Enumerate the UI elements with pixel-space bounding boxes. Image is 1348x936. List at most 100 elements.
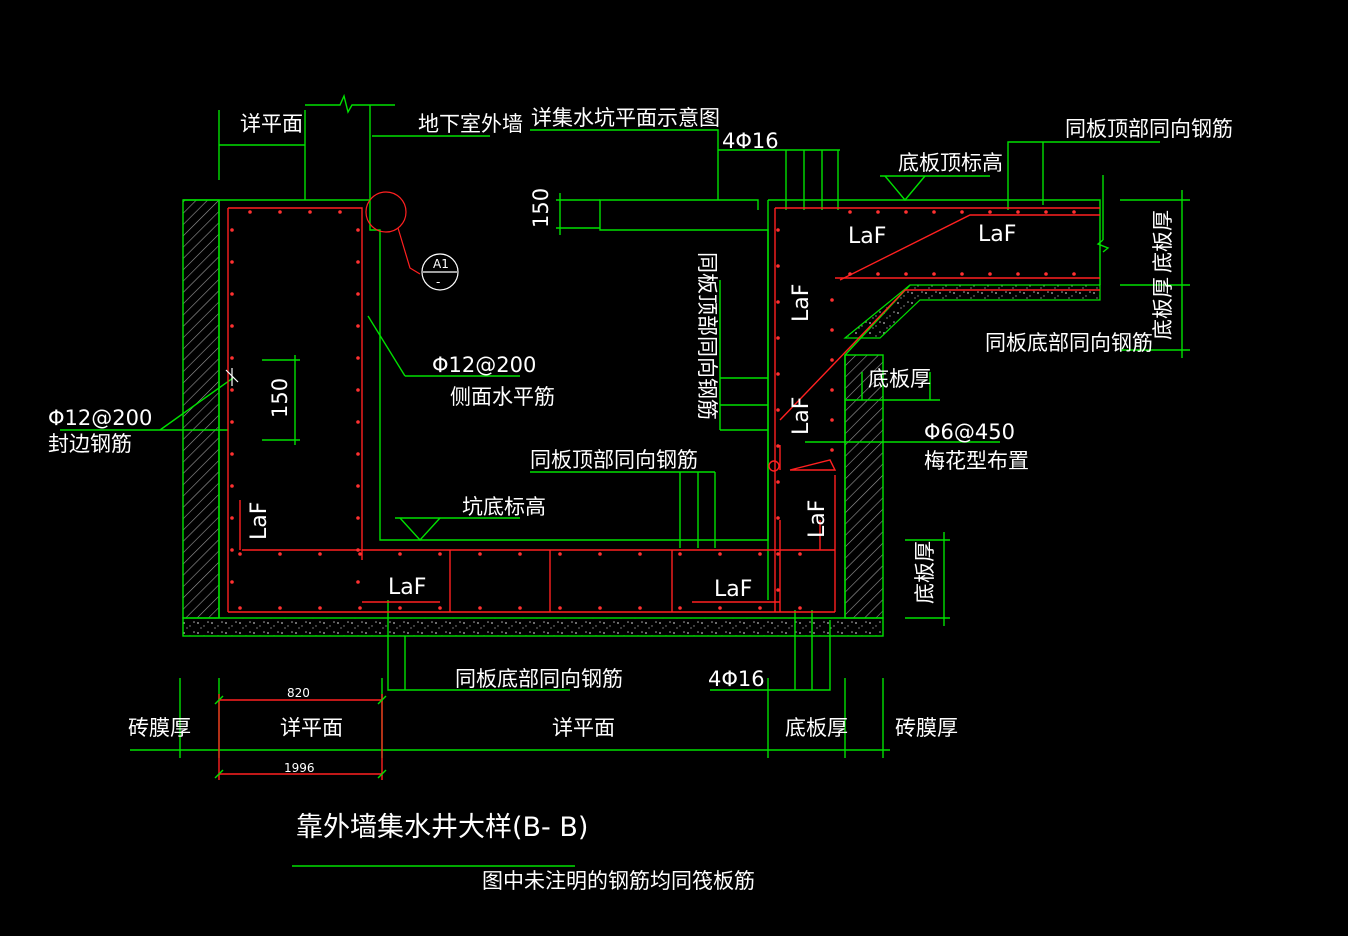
rebar-dot <box>230 548 234 552</box>
label-slab-thick-mid: 底板厚 <box>868 367 931 391</box>
rebar-dot <box>718 606 722 610</box>
rebar-dot <box>356 420 360 424</box>
rebar-dot <box>356 260 360 264</box>
label-4phi16-bottom: 4Φ16 <box>708 667 765 691</box>
rebar-dot <box>830 388 834 392</box>
rebar-dot <box>318 606 322 610</box>
laf-label: LaF <box>388 575 426 600</box>
label-dim-150-left: 150 <box>268 378 292 418</box>
rebar-dot <box>356 356 360 360</box>
rebar-dot <box>230 356 234 360</box>
label-brick-left: 砖膜厚 <box>128 716 191 740</box>
rebar-dot <box>598 606 602 610</box>
rebar-dots <box>230 210 1076 610</box>
rebar-dot <box>1016 210 1020 214</box>
label-detail-plan-b2: 详平面 <box>552 716 615 740</box>
rebar-dot <box>230 292 234 296</box>
rebar-dot <box>776 588 780 592</box>
label-dim-150-top: 150 <box>529 188 553 228</box>
rebar-dot <box>398 606 402 610</box>
label-brick-right: 砖膜厚 <box>895 716 958 740</box>
rebar-dot <box>598 552 602 556</box>
laf-label: LaF <box>247 502 272 540</box>
label-detail-plan-b1: 详平面 <box>280 716 343 740</box>
rebar-dot <box>356 516 360 520</box>
label-basement-wall: 地下室外墙 <box>418 112 523 136</box>
label-slab-top-elev: 底板顶标高 <box>898 151 1003 175</box>
rebar-dot <box>830 358 834 362</box>
rebar-dot <box>1044 210 1048 214</box>
rebar-dot <box>356 388 360 392</box>
label-same-top-vertical: 同板顶部同向钢筋 <box>695 252 719 420</box>
rebar-dot <box>558 606 562 610</box>
rebar-dot <box>830 448 834 452</box>
rebar-dot <box>848 210 852 214</box>
rebar-dot <box>932 272 936 276</box>
rebar-dot <box>278 606 282 610</box>
rebar-dot <box>356 228 360 232</box>
label-sump-plan: 详集水坑平面示意图 <box>531 106 720 130</box>
rebar-dot <box>776 444 780 448</box>
rebar-dot <box>356 580 360 584</box>
bottom-cushion <box>182 617 884 637</box>
rebar-dot <box>230 228 234 232</box>
callout-id: A1 <box>433 257 449 271</box>
rebar-dot <box>776 480 780 484</box>
rebar-dot <box>278 552 282 556</box>
rebar-dot <box>932 210 936 214</box>
rebar-dot <box>478 606 482 610</box>
rebar-dot <box>358 606 362 610</box>
rebar-dot <box>798 606 802 610</box>
rebar-dot <box>230 260 234 264</box>
rebar-dot <box>356 484 360 488</box>
laf-label: LaF <box>805 500 830 538</box>
rebar-dot <box>830 328 834 332</box>
rebar-dot <box>356 292 360 296</box>
rebar-dot <box>776 228 780 232</box>
rebar-dot <box>830 418 834 422</box>
label-same-top-bottom: 同板顶部同向钢筋 <box>530 448 698 472</box>
rebar-dot <box>830 298 834 302</box>
drawing-title: 靠外墙集水井大样(B- B) <box>296 812 588 843</box>
rebar-dot <box>776 300 780 304</box>
rebar-dot <box>904 272 908 276</box>
laf-label: LaF <box>714 577 752 602</box>
rebar-dot <box>398 552 402 556</box>
rebar-dot <box>1044 272 1048 276</box>
rebar-dot <box>308 210 312 214</box>
rebar-dot <box>776 408 780 412</box>
label-phi6: Φ6@450 <box>924 420 1015 444</box>
rebar-dot <box>230 580 234 584</box>
rebar-dot <box>904 210 908 214</box>
rebar-layout <box>227 191 1100 613</box>
laf-label: LaF <box>848 224 886 249</box>
label-4phi16-top: 4Φ16 <box>722 129 779 153</box>
rebar-dot <box>438 552 442 556</box>
label-edge-rebar: 封边钢筋 <box>48 432 132 456</box>
callout-sub: - <box>436 275 440 289</box>
rebar-dot <box>678 552 682 556</box>
rebar-dot <box>988 210 992 214</box>
rebar-dot <box>960 210 964 214</box>
rebar-dot <box>678 606 682 610</box>
rebar-dot <box>230 452 234 456</box>
rebar-dot <box>238 552 242 556</box>
rebar-dot <box>558 552 562 556</box>
rebar-dot <box>776 264 780 268</box>
label-phi12-side: Φ12@200 <box>432 353 536 377</box>
label-dim-820: 820 <box>287 686 310 700</box>
rebar-dot <box>518 606 522 610</box>
rebar-dot <box>248 210 252 214</box>
rebar-dot <box>848 272 852 276</box>
label-detail-plan-top: 详平面 <box>240 112 303 136</box>
rebar-dot <box>776 336 780 340</box>
rebar-dot <box>230 420 234 424</box>
drawing-note: 图中未注明的钢筋均同筏板筋 <box>482 869 755 893</box>
label-side-horizontal: 侧面水平筋 <box>450 385 555 409</box>
rebar-dot <box>638 606 642 610</box>
rebar-dot <box>776 552 780 556</box>
label-pit-bottom-elev: 坑底标高 <box>462 495 546 519</box>
rebar-dot <box>638 552 642 556</box>
label-same-bottom-rebar-low: 同板底部同向钢筋 <box>455 667 623 691</box>
